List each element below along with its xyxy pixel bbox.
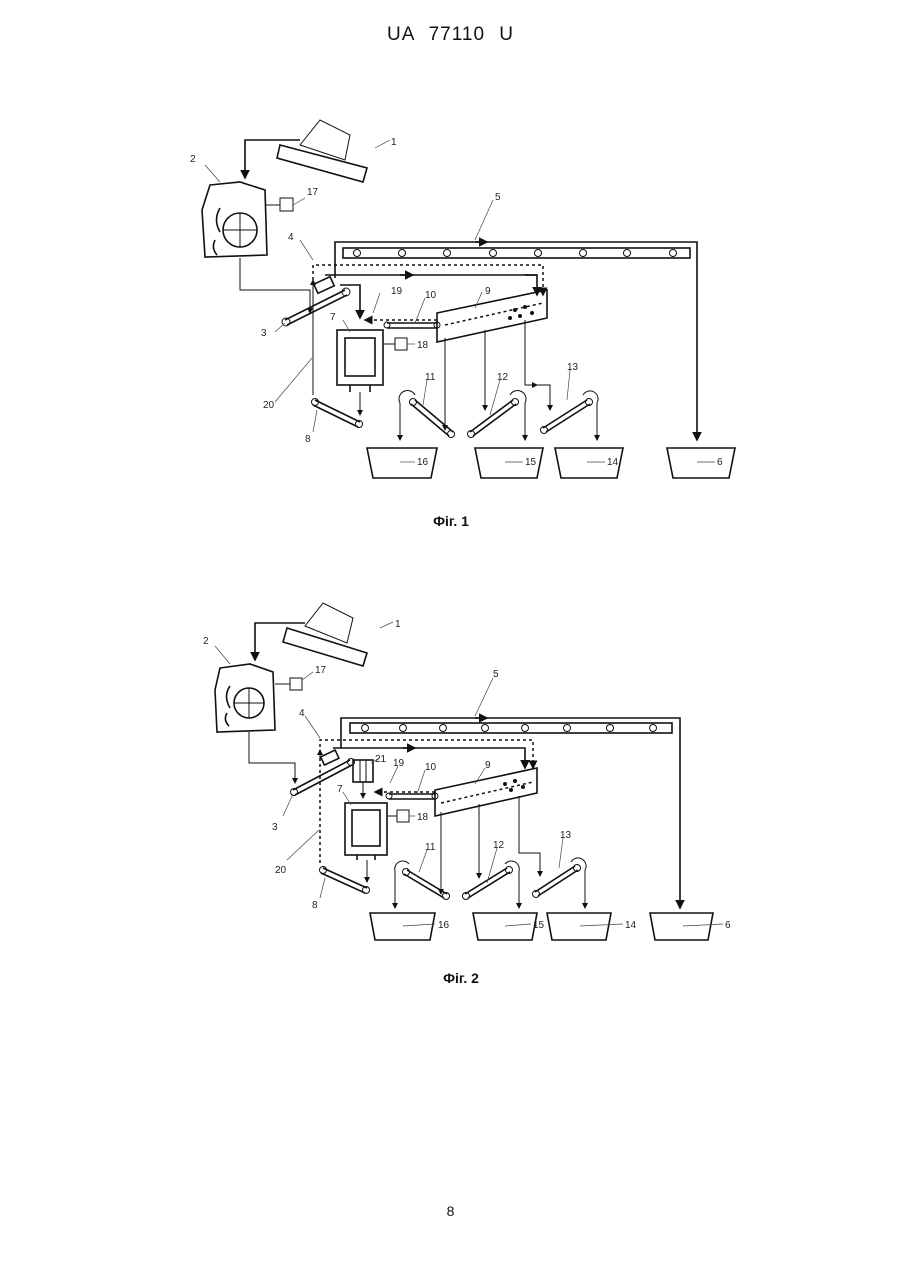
label-21: 21: [375, 754, 387, 765]
page-number: 8: [0, 1203, 901, 1219]
conveyor-5: [343, 248, 690, 258]
screen-9: [435, 768, 537, 816]
label-10: 10: [425, 762, 437, 773]
label-20: 20: [263, 400, 275, 411]
conveyor-12: [463, 861, 520, 900]
label-18: 18: [417, 340, 429, 351]
label-2: 2: [190, 154, 196, 165]
label-16: 16: [417, 457, 429, 468]
label-4: 4: [288, 232, 294, 243]
label-12: 12: [493, 840, 505, 851]
figure-1-diagram: 1 2 17 4 5 19 10 9 7 18 3 20 8 11 12 13 …: [175, 110, 775, 510]
label-14: 14: [625, 920, 637, 931]
label-7: 7: [330, 312, 336, 323]
conveyor-11: [399, 391, 455, 438]
label-4: 4: [299, 708, 305, 719]
conveyor-10: [386, 793, 438, 799]
label-2: 2: [203, 636, 209, 647]
conveyor-8: [312, 399, 363, 428]
label-6: 6: [717, 457, 723, 468]
label-17: 17: [307, 187, 319, 198]
label-9: 9: [485, 760, 491, 771]
label-13: 13: [560, 830, 572, 841]
figure-1-caption: Фіг. 1: [391, 513, 511, 529]
label-11: 11: [425, 842, 436, 853]
label-19: 19: [391, 286, 403, 297]
label-8: 8: [305, 434, 311, 445]
label-16: 16: [438, 920, 450, 931]
conveyor-5: [350, 723, 672, 733]
label-7: 7: [337, 784, 343, 795]
conveyor-8: [320, 867, 370, 894]
figure-2-diagram: 1 2 17 4 5 21 19 10 9 7 18 3 20 8 11 12 …: [175, 598, 775, 958]
distributor-4: [314, 277, 335, 294]
label-8: 8: [312, 900, 318, 911]
feeder-1: [283, 603, 367, 666]
label-13: 13: [567, 362, 579, 373]
crusher-7: [337, 330, 383, 392]
label-5: 5: [493, 669, 499, 680]
sensor-18: [395, 338, 407, 350]
bin-6: [667, 448, 735, 478]
label-18: 18: [417, 812, 429, 823]
label-15: 15: [525, 457, 537, 468]
label-19: 19: [393, 758, 405, 769]
screen-9: [437, 290, 547, 342]
label-10: 10: [425, 290, 437, 301]
figure-2-caption: Фіг. 2: [401, 970, 521, 986]
label-11: 11: [425, 372, 436, 383]
label-5: 5: [495, 192, 501, 203]
label-15: 15: [533, 920, 545, 931]
distributor-4: [321, 750, 339, 765]
conveyor-3: [282, 288, 350, 326]
sensor-17: [290, 678, 302, 690]
label-1: 1: [391, 137, 397, 148]
label-17: 17: [315, 665, 327, 676]
bin-14: [547, 913, 611, 940]
crusher-2: [215, 664, 275, 732]
bin-16: [370, 913, 435, 940]
sensor-17: [280, 198, 293, 211]
label-14: 14: [607, 457, 619, 468]
conveyor-12: [468, 391, 527, 438]
feeder-1: [277, 120, 367, 182]
label-20: 20: [275, 865, 287, 876]
conveyor-10: [384, 322, 440, 328]
label-3: 3: [261, 328, 267, 339]
sensor-18: [397, 810, 409, 822]
conveyor-13: [541, 391, 599, 434]
label-6: 6: [725, 920, 731, 931]
bin-6: [650, 913, 713, 940]
crusher-7: [345, 803, 387, 860]
patent-number-header: UA 77110 U: [0, 24, 901, 46]
unit-21: [353, 760, 373, 782]
label-9: 9: [485, 286, 491, 297]
conveyor-3: [291, 759, 355, 796]
bin-15: [473, 913, 537, 940]
crusher-2: [202, 182, 267, 257]
label-1: 1: [395, 619, 401, 630]
label-12: 12: [497, 372, 509, 383]
label-3: 3: [272, 822, 278, 833]
